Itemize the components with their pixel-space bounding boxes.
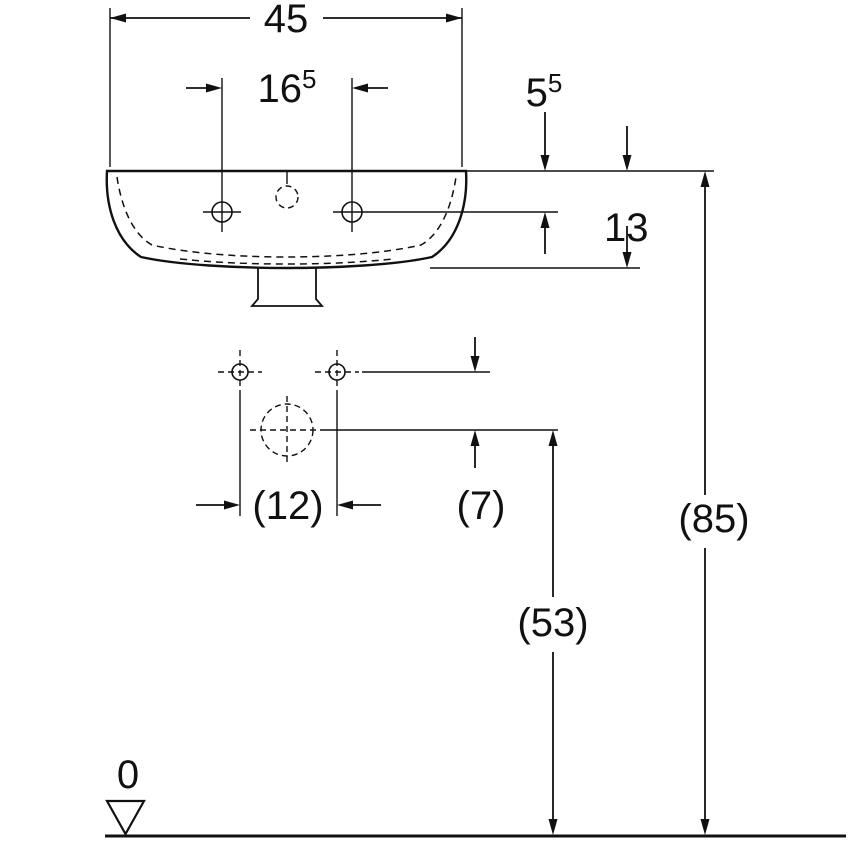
dim-overall-height: (85) (678, 171, 750, 835)
overflow-hole (275, 185, 299, 209)
drain-trap-outline (250, 268, 324, 307)
arrow-down-icon (700, 819, 710, 835)
arrow-right-icon (206, 83, 222, 93)
dim-drain-height: (53) (517, 430, 589, 835)
dim-drain-offset: (7) (457, 337, 506, 528)
basin-floor-dashed (179, 258, 394, 265)
dim-tap-spacing: 165 (186, 64, 388, 232)
arrow-down-icon (540, 155, 550, 171)
arrow-up-icon (470, 430, 480, 446)
fixing-and-drain-view (218, 350, 558, 516)
datum: 0 (105, 753, 146, 837)
dim-fixing-spacing-label: (12) (252, 484, 323, 528)
arrow-left-icon (110, 13, 126, 23)
basin-outline (105, 169, 468, 270)
datum-triangle-icon (105, 799, 146, 837)
arrow-up-icon (540, 212, 550, 228)
dim-rim-offset-label: 55 (526, 68, 563, 115)
dim-drain-height-label: (53) (517, 601, 588, 645)
dim-fixing-spacing: (12) (196, 484, 381, 528)
arrow-up-icon (548, 430, 558, 446)
arrow-right-icon (224, 500, 240, 510)
arrow-left-icon (337, 500, 353, 510)
dim-front-height: 13 (604, 126, 649, 268)
dim-overall-height-label: (85) (678, 497, 749, 541)
arrow-up-icon (700, 171, 710, 187)
dim-width: 45 (109, 0, 463, 167)
arrow-down-icon (470, 356, 480, 372)
dim-drain-offset-label: (7) (457, 484, 506, 528)
arrow-left-icon (352, 83, 368, 93)
arrow-right-icon (446, 13, 462, 23)
arrow-down-icon (622, 252, 632, 268)
basin-front-view (105, 169, 468, 307)
reference-lines (333, 170, 714, 269)
dim-rim-offset: 55 (526, 68, 563, 254)
dim-tap-spacing-label: 165 (258, 64, 317, 111)
basin-inner-rim-dashed (116, 176, 457, 258)
datum-zero-label: 0 (117, 753, 139, 797)
arrow-down-icon (622, 155, 632, 171)
dim-width-label: 45 (264, 0, 309, 41)
arrow-down-icon (548, 819, 558, 835)
